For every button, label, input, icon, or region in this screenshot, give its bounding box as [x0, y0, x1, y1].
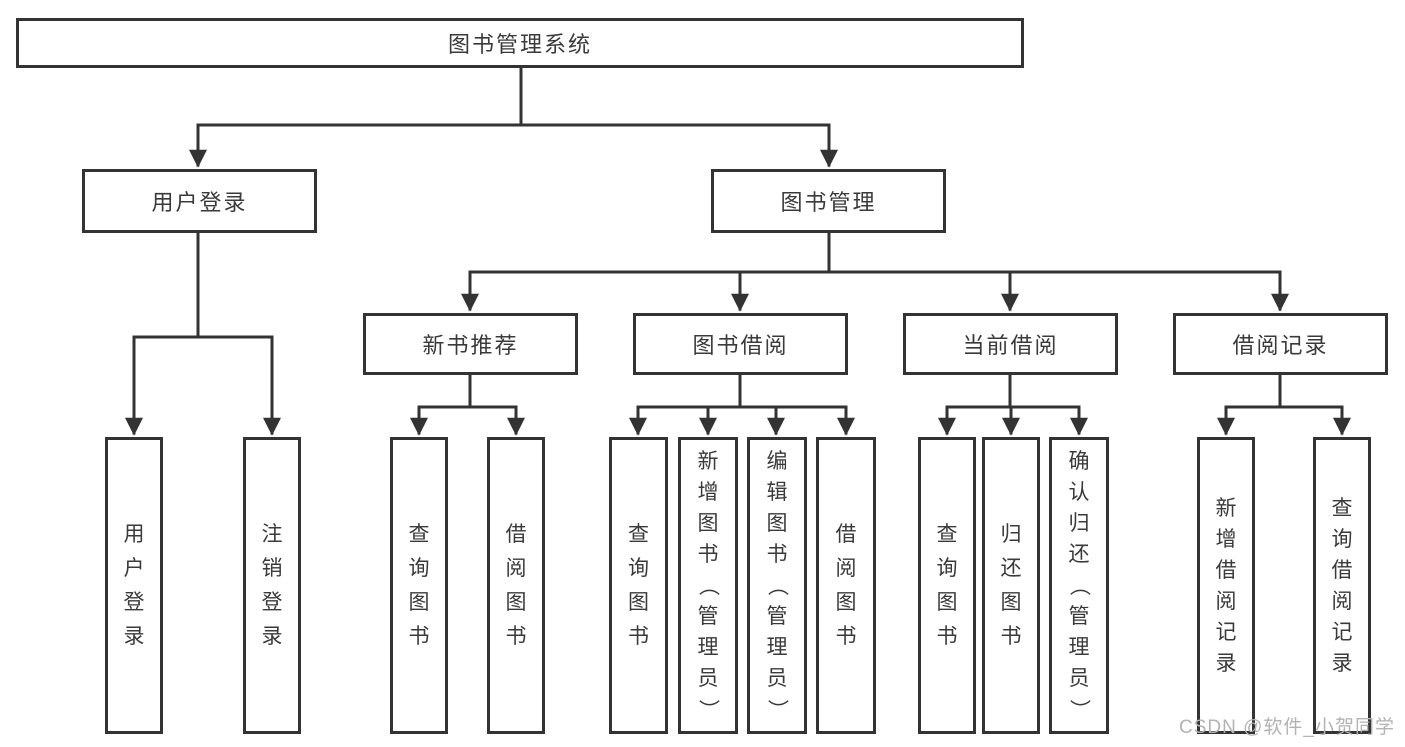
- node-label: 图书管理系统: [447, 32, 592, 57]
- leaf-edit-books-admin: 编辑图书（管理员）: [747, 437, 807, 734]
- leaf-return-books: 归还图书: [982, 437, 1040, 734]
- node-book-management: 图书管理: [711, 169, 946, 233]
- leaf-label: 借阅图书: [835, 522, 857, 648]
- leaf-label: 新增借阅记录: [1215, 496, 1237, 675]
- leaf-confirm-return-admin: 确认归还（管理员）: [1049, 437, 1109, 734]
- leaf-borrow-books-recommend: 借阅图书: [487, 437, 545, 734]
- leaf-query-books-recommend: 查询图书: [390, 437, 448, 734]
- node-label: 用户登录: [151, 190, 248, 215]
- leaf-label: 编辑图书（管理员）: [765, 450, 789, 720]
- leaf-add-borrow-record: 新增借阅记录: [1197, 437, 1255, 734]
- leaf-query-books-borrow: 查询图书: [609, 437, 668, 734]
- leaf-query-books-current: 查询图书: [918, 437, 976, 734]
- leaf-label: 新增图书（管理员）: [696, 450, 720, 720]
- node-label: 当前借阅: [962, 333, 1059, 358]
- node-book-borrow: 图书借阅: [633, 313, 848, 375]
- leaf-label: 确认归还（管理员）: [1067, 450, 1091, 720]
- node-label: 图书管理: [780, 190, 877, 215]
- csdn-watermark: CSDN @软件_小贺同学: [1179, 717, 1395, 738]
- leaf-label: 查询图书: [936, 522, 958, 648]
- leaf-label: 借阅图书: [505, 522, 527, 648]
- leaf-label: 注销登录: [261, 522, 283, 648]
- node-borrow-records: 借阅记录: [1173, 313, 1388, 375]
- node-label: 借阅记录: [1232, 333, 1329, 358]
- leaf-label: 查询图书: [628, 522, 649, 648]
- node-current-borrow: 当前借阅: [903, 313, 1118, 375]
- leaf-logout: 注销登录: [243, 437, 301, 734]
- node-label: 图书借阅: [692, 333, 789, 358]
- leaf-add-books-admin: 新增图书（管理员）: [678, 437, 738, 734]
- leaf-query-borrow-record: 查询借阅记录: [1313, 437, 1371, 734]
- node-user-login: 用户登录: [82, 169, 317, 233]
- leaf-user-login: 用户登录: [105, 437, 163, 734]
- leaf-borrow-books: 借阅图书: [816, 437, 876, 734]
- node-new-book-recommend: 新书推荐: [363, 313, 578, 375]
- leaf-label: 查询图书: [408, 522, 430, 648]
- leaf-label: 归还图书: [1000, 522, 1022, 648]
- node-library-management-system: 图书管理系统: [16, 18, 1024, 68]
- leaf-label: 用户登录: [123, 522, 145, 648]
- node-label: 新书推荐: [422, 333, 519, 358]
- leaf-label: 查询借阅记录: [1331, 496, 1353, 675]
